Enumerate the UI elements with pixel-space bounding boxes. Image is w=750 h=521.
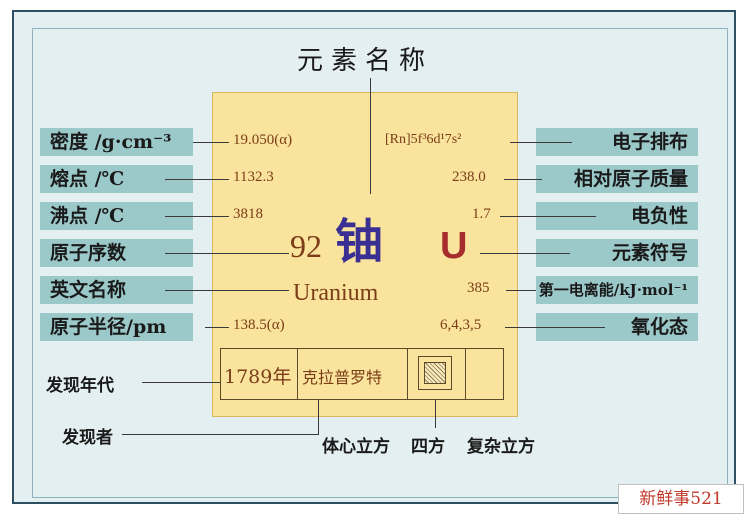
boiling-connector [165, 216, 229, 217]
electron-config-connector [510, 142, 572, 143]
symbol-connector [480, 253, 570, 254]
english-name-connector [165, 290, 289, 291]
complex-cubic-label: 复杂立方 [467, 437, 535, 457]
element-name-title: 元素名称 [297, 46, 434, 76]
boiling-point-value: 3818 [233, 206, 263, 222]
diagram-inner-border [32, 28, 728, 498]
radius-connector [205, 327, 229, 328]
density-connector [193, 142, 229, 143]
element-card [212, 92, 518, 417]
melting-connector [165, 179, 229, 180]
discovery-divider [465, 349, 466, 399]
atomic-radius-label: 原子半径/pm [40, 313, 193, 341]
boiling-point-label: 沸点 /℃ [40, 202, 193, 230]
crystal-connector [435, 400, 436, 428]
discovery-divider [297, 349, 298, 399]
atomic-mass-connector [504, 179, 542, 180]
crystal-pattern-icon [424, 362, 446, 384]
watermark: 新鲜事521 [618, 484, 744, 514]
discoverer-value: 克拉普罗特 [302, 368, 383, 387]
electronegativity-value: 1.7 [472, 206, 491, 222]
discoverer-label: 发现者 [62, 428, 113, 448]
discovery-box [220, 348, 504, 400]
electron-config-value: [Rn]5f³6d¹7s² [385, 132, 462, 147]
discovery-year-connector [142, 382, 220, 383]
element-symbol-label: 元素符号 [536, 239, 698, 267]
ionization-energy-label: 第一电离能/kJ·mol⁻¹ [536, 276, 698, 304]
title-connector [370, 78, 371, 194]
chinese-name-value: 铀 [335, 214, 384, 270]
discoverer-connector-h [122, 434, 318, 435]
discoverer-connector-v [318, 400, 319, 435]
english-name-value: Uranium [293, 280, 379, 306]
ionization-connector [506, 290, 536, 291]
density-value: 19.050(α) [233, 132, 293, 148]
body-centered-cubic-icon [418, 356, 452, 390]
density-label: 密度 /g·cm⁻³ [40, 128, 193, 156]
melting-point-value: 1132.3 [233, 169, 274, 185]
atomic-radius-value: 138.5(α) [233, 317, 285, 333]
body-centered-cubic-label: 体心立方 [322, 437, 390, 457]
ionization-energy-value: 385 [467, 280, 490, 296]
oxidation-connector [505, 327, 605, 328]
atomic-mass-label: 相对原子质量 [536, 165, 698, 193]
tetragonal-label: 四方 [411, 437, 445, 457]
discovery-divider [407, 349, 408, 399]
electronegativity-connector [500, 216, 596, 217]
element-symbol-value: U [440, 225, 468, 267]
oxidation-state-value: 6,4,3,5 [440, 317, 482, 333]
atomic-number-connector [165, 253, 289, 254]
discovery-year-value: 1789年 [224, 366, 292, 388]
discovery-year-label: 发现年代 [46, 376, 114, 396]
atomic-number-value: 92 [290, 228, 322, 264]
electron-config-label: 电子排布 [536, 128, 698, 156]
atomic-mass-value: 238.0 [452, 169, 486, 185]
